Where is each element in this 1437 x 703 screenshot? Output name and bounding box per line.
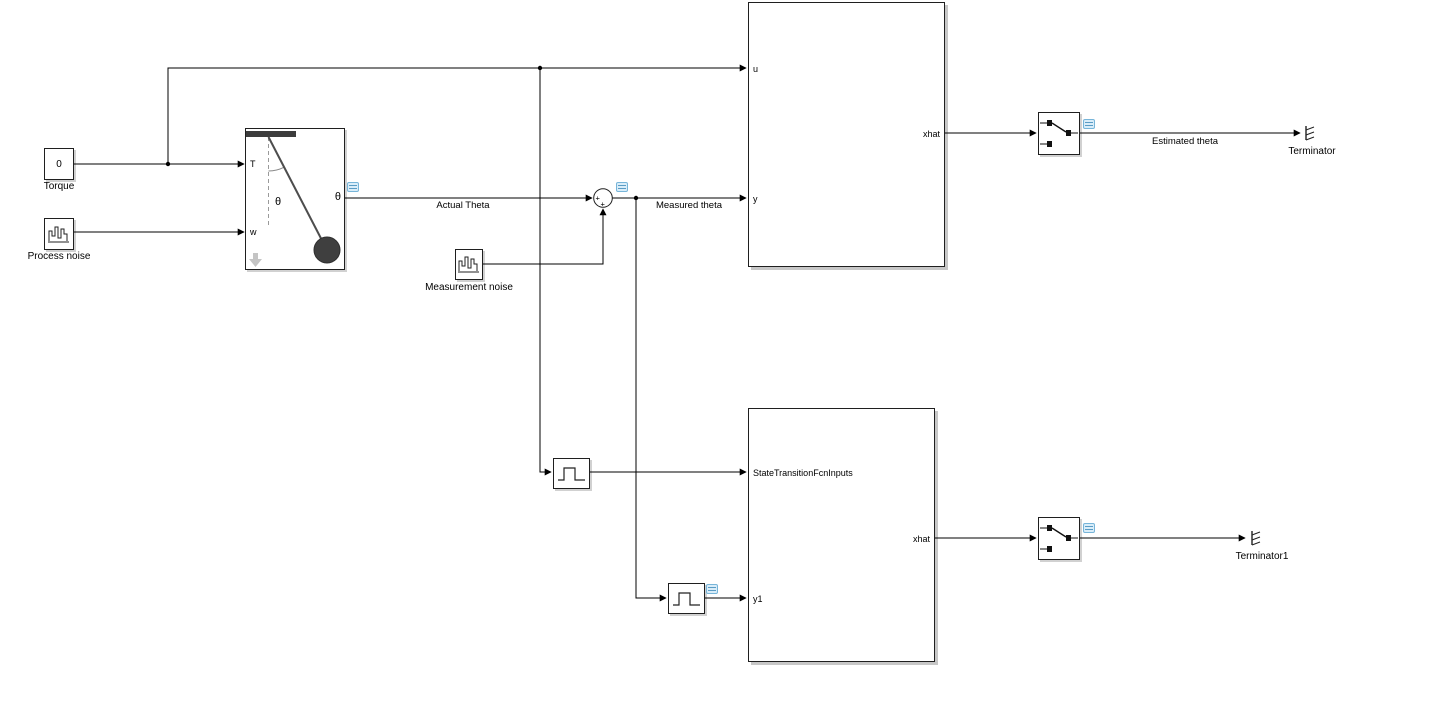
ekf-upper-port-u: u (753, 64, 759, 74)
measurement-noise-block[interactable] (455, 249, 483, 280)
pendulum-port-theta: θ (334, 191, 341, 203)
torque-block-label: Torque (43, 181, 75, 192)
ekf-lower-subsystem-block[interactable]: StateTransitionFcnInputs y1 xhat (748, 408, 935, 662)
sum-sign-bottom: + (601, 200, 606, 209)
measurement-noise-block-label: Measurement noise (425, 282, 513, 293)
terminator-icon (1305, 126, 1315, 141)
signal-monitor-badge-icon[interactable] (706, 584, 718, 594)
ekf-upper-port-xhat: xhat (922, 129, 940, 139)
signal-monitor-badge-icon[interactable] (1083, 119, 1095, 129)
junction-dot (537, 65, 543, 71)
terminator-icon (1251, 531, 1261, 546)
wire-u-branch-to-hold1[interactable] (539, 68, 552, 476)
wire-torque-to-u[interactable] (167, 64, 747, 164)
sum-sign-left: + (596, 194, 601, 203)
pulse-signal-icon (673, 592, 700, 606)
terminator1-block-label: Terminator1 (1235, 551, 1289, 562)
ekf-upper-subsystem-block[interactable]: u y xhat (748, 2, 945, 267)
signal-label-actual-theta: Actual Theta (436, 200, 490, 211)
terminator-block[interactable] (1301, 124, 1319, 147)
junction-dot (165, 161, 171, 167)
ekf-lower-port-xhat: xhat (912, 534, 930, 544)
ekf-upper-port-y: y (753, 194, 758, 204)
pendulum-port-t: T (250, 159, 256, 169)
junction-dot (633, 195, 639, 201)
noise-waveform-icon (48, 226, 69, 243)
sum-circle-icon: + + (593, 188, 613, 209)
pendulum-port-w: w (250, 227, 257, 237)
manual-switch-block-1[interactable] (1038, 112, 1080, 155)
noise-waveform-icon (458, 256, 479, 273)
wire-measured-branch-to-hold2[interactable] (635, 198, 667, 602)
pulse-signal-icon (558, 467, 585, 481)
terminator-block-label: Terminator (1288, 146, 1336, 157)
torque-value: 0 (56, 158, 62, 170)
signal-monitor-badge-icon[interactable] (1083, 523, 1095, 533)
pendulum-subsystem-block[interactable]: θ T w θ (245, 128, 345, 270)
look-under-mask-arrow-icon[interactable] (249, 253, 262, 267)
signal-label-measured-theta: Measured theta (655, 200, 722, 211)
pendulum-angle-label: θ (275, 196, 281, 208)
manual-switch-lever-icon (1040, 120, 1078, 147)
manual-switch-block-2[interactable] (1038, 517, 1080, 560)
signal-monitor-badge-icon[interactable] (347, 182, 359, 192)
signal-hold-block-1[interactable] (553, 458, 590, 489)
process-noise-block-label: Process noise (27, 251, 91, 262)
signal-monitor-badge-icon[interactable] (616, 182, 628, 192)
pendulum-drawing-icon: θ (246, 131, 341, 267)
manual-switch-lever-icon (1040, 525, 1078, 552)
signal-label-estimated-theta: Estimated theta (1151, 136, 1218, 147)
wire-measnoise-to-sum[interactable] (483, 208, 607, 265)
terminator1-block[interactable] (1247, 529, 1265, 552)
ekf-lower-port-statetransitionfcninputs: StateTransitionFcnInputs (753, 468, 853, 478)
sum-block[interactable]: + + (592, 187, 614, 209)
process-noise-block[interactable] (44, 218, 74, 250)
torque-constant-block[interactable]: 0 (44, 148, 74, 180)
signal-hold-block-2[interactable] (668, 583, 705, 614)
ekf-lower-port-y1: y1 (753, 594, 763, 604)
